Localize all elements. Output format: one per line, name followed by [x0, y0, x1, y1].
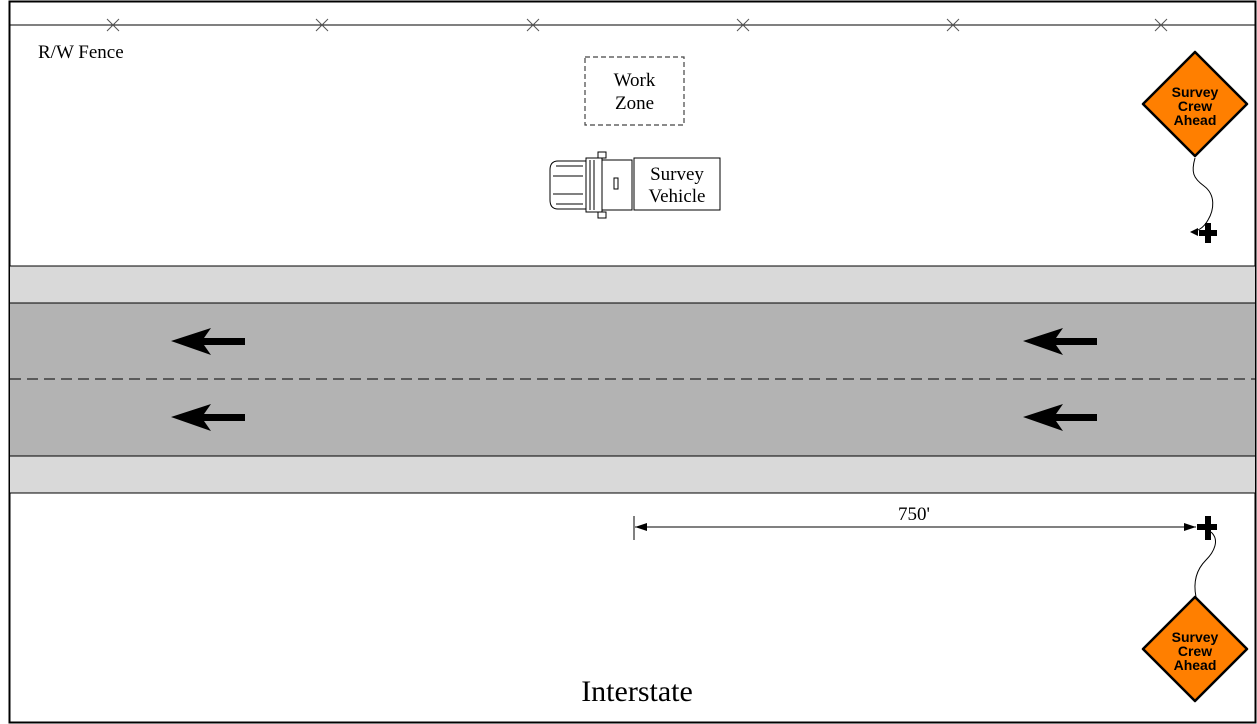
traffic-direction-arrow-icon — [171, 404, 245, 431]
right-of-way-fence — [10, 18, 1255, 32]
fence-label: R/W Fence — [38, 42, 124, 63]
sign-bottom-line2: Crew — [1178, 643, 1212, 659]
sign-bottom-line1: Survey — [1172, 629, 1219, 645]
distance-label: 750' — [898, 504, 930, 525]
sign-bottom-line3: Ahead — [1174, 657, 1217, 673]
truck-icon — [549, 151, 633, 219]
fence-post-marker — [315, 18, 329, 32]
fence-post-marker — [736, 18, 750, 32]
sign-top-position-marker-icon — [1199, 223, 1217, 243]
traffic-direction-arrow-icon — [1023, 404, 1097, 431]
fence-post-marker — [526, 18, 540, 32]
shoulder-top — [10, 266, 1255, 303]
survey-vehicle-label-box — [633, 157, 721, 211]
distance-dimension: 750' — [633, 504, 1196, 540]
survey-vehicle-label-line2: Vehicle — [649, 186, 706, 207]
fence-post-marker — [1154, 18, 1168, 32]
traffic-direction-arrow-icon — [171, 328, 245, 355]
work-zone-label-line1: Work — [614, 70, 656, 91]
fence-post-marker — [106, 18, 120, 32]
road-label: Interstate — [581, 675, 693, 708]
sign-top-leader-line — [1190, 157, 1214, 233]
sign-diamond-icon — [1141, 50, 1249, 158]
survey-vehicle-label-line1: Survey — [650, 164, 704, 185]
sign-top-line1: Survey — [1172, 84, 1219, 100]
fence-post-marker — [946, 18, 960, 32]
roadway — [10, 265, 1255, 494]
sign-bottom-leader-line — [1194, 531, 1216, 598]
sign-top-line3: Ahead — [1174, 112, 1217, 128]
survey-crew-ahead-sign-bottom: Survey Crew Ahead — [1141, 531, 1249, 703]
traffic-direction-arrow-icon — [1023, 328, 1097, 355]
survey-crew-ahead-sign-top: Survey Crew Ahead — [1141, 50, 1249, 243]
sign-top-line2: Crew — [1178, 98, 1212, 114]
sign-bottom-position-marker-icon — [1197, 516, 1217, 540]
survey-vehicle: Survey Vehicle — [549, 151, 721, 219]
shoulder-bottom — [10, 456, 1255, 493]
sign-diamond-icon — [1141, 595, 1249, 703]
work-zone-label-line2: Zone — [615, 93, 654, 114]
work-zone: Work Zone — [584, 56, 685, 126]
